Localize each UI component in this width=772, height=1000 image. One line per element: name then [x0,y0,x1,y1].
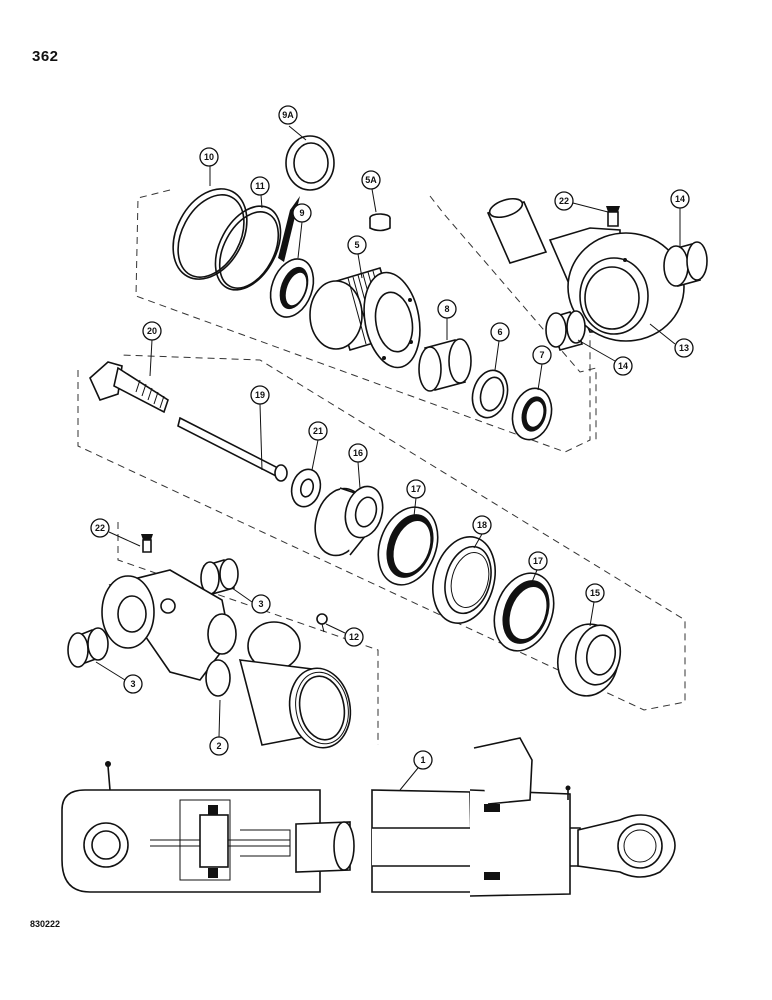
bushing-8-part [418,338,472,392]
wear-ring-9a-part [285,135,335,191]
ring-6-part [471,369,509,419]
svg-text:5: 5 [354,240,359,250]
page-number: 362 [32,48,59,65]
svg-text:2: 2 [216,741,221,751]
callout-17-lower: 17 [528,551,548,571]
callout-13: 13 [674,338,694,358]
callout-5a: 5A [361,170,381,190]
gland-group-boundary [77,354,686,711]
callout-21: 21 [308,421,328,441]
bushing-3-lower-part [67,627,109,668]
svg-text:21: 21 [313,426,323,436]
svg-text:13: 13 [679,343,689,353]
callout-18: 18 [472,515,492,535]
rod-end-group-boundary [429,195,597,440]
svg-text:14: 14 [675,194,685,204]
svg-text:15: 15 [590,588,600,598]
callout-19: 19 [250,385,270,405]
seal-17-lower-part [493,572,555,652]
svg-text:1: 1 [420,755,425,765]
piston-group-boundary [135,189,591,453]
gland-nut-15-part [557,623,622,697]
callout-14-lower: 14 [613,356,633,376]
svg-text:22: 22 [559,196,569,206]
piston-5-part [309,267,421,369]
svg-text:22: 22 [95,523,105,533]
callout-9a: 9A [278,105,298,125]
callout-14-upper: 14 [670,189,690,209]
base-end-casting-part [101,569,237,681]
svg-text:14: 14 [618,361,628,371]
barrel-2-part [205,621,352,749]
callout-3-lower: 3 [123,674,143,694]
callout-8: 8 [437,299,457,319]
callout-15: 15 [585,583,605,603]
gland-ring-18-part [432,535,496,625]
bushing-14-upper-part [663,241,708,287]
callout-6: 6 [490,322,510,342]
callout-16: 16 [348,443,368,463]
callout-10: 10 [199,147,219,167]
svg-text:9A: 9A [282,110,294,120]
leader-lines [95,125,681,791]
svg-text:16: 16 [353,448,363,458]
rod-19-part [177,416,288,482]
callout-3-upper: 3 [251,594,271,614]
svg-text:18: 18 [477,520,487,530]
bushing-3-upper-part [200,558,239,595]
svg-text:20: 20 [147,326,157,336]
svg-text:11: 11 [255,181,265,191]
callout-12: 12 [344,627,364,647]
barrel-group-boundary [117,522,379,745]
svg-text:12: 12 [349,632,359,642]
svg-text:5A: 5A [365,175,377,185]
washer-21-part [290,468,322,508]
wiper-seal-7-part [511,387,553,441]
callout-17-upper: 17 [406,479,426,499]
callout-20: 20 [142,321,162,341]
assembled-cylinder-section [61,737,676,897]
callout-1: 1 [413,750,433,770]
gland-16-part [314,485,384,557]
screw-12-part [316,613,328,633]
svg-text:8: 8 [444,304,449,314]
seal-17-upper-part [377,506,439,586]
svg-text:10: 10 [204,152,214,162]
callout-11: 11 [250,176,270,196]
bolt-20-part [89,361,169,414]
callout-2: 2 [209,736,229,756]
backup-ring-11-part [214,205,282,291]
piston-seal-9-part [269,258,315,318]
svg-text:17: 17 [411,484,421,494]
svg-text:6: 6 [497,327,502,337]
callout-5: 5 [347,235,367,255]
bushing-14-lower-part [545,310,586,351]
o-ring-10-part [172,188,248,280]
svg-text:3: 3 [130,679,135,689]
svg-text:7: 7 [539,350,544,360]
figure-code: 830222 [30,919,61,929]
callout-22-upper: 22 [554,191,574,211]
grease-fitting-22-upper-part [606,206,620,227]
svg-text:17: 17 [533,556,543,566]
rod-end-pin-part [486,197,548,264]
svg-text:9: 9 [299,208,304,218]
callout-7: 7 [532,345,552,365]
set-screw-5a-part [369,213,391,232]
grease-fitting-22-lower-part [141,534,153,553]
svg-text:19: 19 [255,390,265,400]
callout-22-lower: 22 [90,518,110,538]
rod-end-13-part [548,227,685,342]
callout-9: 9 [292,203,312,223]
svg-text:3: 3 [258,599,263,609]
